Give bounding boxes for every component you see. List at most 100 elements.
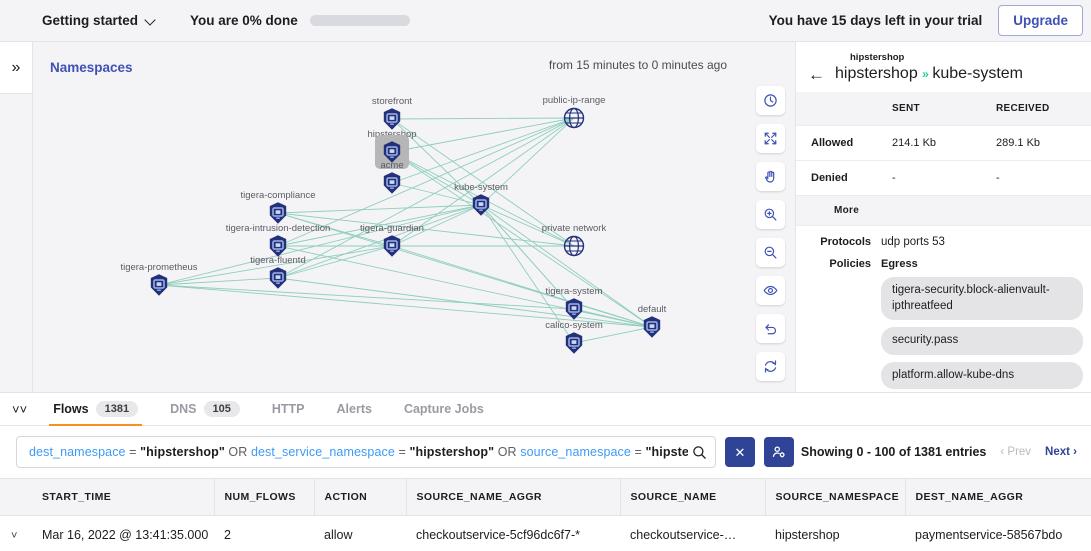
column-header-source_namespace[interactable]: SOURCE_NAMESPACE bbox=[765, 478, 906, 516]
policies-label: Policies bbox=[829, 258, 871, 270]
graph-node-tigera-system[interactable] bbox=[562, 297, 586, 321]
column-header-source_name_aggr[interactable]: SOURCE_NAME_AGGR bbox=[406, 478, 621, 516]
th-received: RECEIVED bbox=[988, 92, 1091, 126]
filter-row: dest_namespace = "hipstershop" OR dest_s… bbox=[0, 426, 1091, 478]
query-token-val: "hipstershop" bbox=[645, 445, 689, 459]
graph-node-public-ip-range[interactable] bbox=[562, 106, 586, 130]
getting-started-menu[interactable]: Getting started bbox=[42, 13, 156, 28]
traffic-sent: 214.1 Kb bbox=[884, 125, 988, 161]
graph-node-private-network[interactable] bbox=[562, 234, 586, 258]
tab-alerts[interactable]: Alerts bbox=[321, 392, 388, 426]
graph-node-tigera-intrusion-detection[interactable] bbox=[266, 234, 290, 258]
graph-node-storefront[interactable] bbox=[380, 107, 404, 131]
graph-node-tigera-prometheus[interactable] bbox=[147, 273, 171, 297]
query-token-op: OR bbox=[494, 445, 521, 459]
more-section-header: More bbox=[796, 196, 1091, 226]
user-filter-button[interactable] bbox=[764, 437, 794, 467]
sidebar-rail bbox=[0, 94, 33, 392]
query-token-field: source_namespace bbox=[520, 445, 631, 459]
eye-icon[interactable] bbox=[756, 276, 785, 305]
tab-http[interactable]: HTTP bbox=[256, 392, 321, 426]
protocols-row: Protocols udp ports 53 bbox=[796, 226, 1091, 248]
showing-entries-label: Showing 0 - 100 of 1381 entries bbox=[800, 445, 987, 459]
user-settings-icon bbox=[772, 446, 785, 458]
zoom-in-icon[interactable] bbox=[756, 200, 785, 229]
double-chevron-right-icon: » bbox=[11, 58, 21, 76]
clear-search-button[interactable]: ✕ bbox=[725, 437, 755, 467]
clock-icon[interactable] bbox=[756, 86, 785, 115]
traffic-row-label: Allowed bbox=[796, 125, 884, 161]
query-token-op: OR bbox=[224, 445, 251, 459]
trial-label: You have 15 days left in your trial bbox=[768, 13, 983, 28]
detail-header: hipstershop ← hipstershop » kube-system bbox=[796, 42, 1091, 92]
policy-pill[interactable]: security.pass bbox=[881, 327, 1083, 355]
close-icon: ✕ bbox=[734, 444, 746, 460]
double-chevron-down-icon[interactable]: ˅˅ bbox=[12, 401, 28, 417]
th-sent: SENT bbox=[884, 92, 988, 126]
column-header-source_name[interactable]: SOURCE_NAME bbox=[620, 478, 766, 516]
expand-icon[interactable] bbox=[756, 124, 785, 153]
graph-title[interactable]: Namespaces bbox=[50, 60, 133, 75]
cell-start-time: Mar 16, 2022 @ 13:41:35.000 bbox=[32, 515, 214, 551]
query-token-field: dest_namespace bbox=[29, 445, 126, 459]
upgrade-button[interactable]: Upgrade bbox=[998, 5, 1083, 36]
detail-dest: kube-system bbox=[932, 65, 1024, 82]
flow-detail-panel: hipstershop ← hipstershop » kube-system … bbox=[795, 42, 1091, 392]
row-expand-button[interactable]: ˅ bbox=[0, 515, 32, 551]
prev-page-button[interactable]: ‹ Prev bbox=[1000, 446, 1032, 458]
detail-title: hipstershop » kube-system bbox=[835, 65, 1023, 83]
search-input[interactable]: dest_namespace = "hipstershop" OR dest_s… bbox=[16, 436, 716, 468]
tab-label: HTTP bbox=[271, 402, 305, 416]
search-icon[interactable] bbox=[692, 445, 707, 460]
progress-bar bbox=[309, 15, 410, 26]
namespace-graph-panel[interactable]: Namespaces from 15 minutes to 0 minutes … bbox=[33, 42, 795, 392]
getting-started-label: Getting started bbox=[42, 13, 139, 28]
graph-node-kube-system[interactable] bbox=[469, 193, 493, 217]
column-header-start_time[interactable]: START_TIME bbox=[32, 478, 215, 516]
chevron-down-icon bbox=[145, 15, 156, 26]
cell-action: allow bbox=[314, 515, 406, 551]
policy-pill[interactable]: tigera-security.block-alienvault-ipthrea… bbox=[881, 277, 1083, 321]
query-token-val: "hipstershop" bbox=[140, 445, 225, 459]
column-header-dest_name_aggr[interactable]: DEST_NAME_AGGR bbox=[905, 478, 1091, 516]
back-arrow-icon[interactable]: ← bbox=[808, 64, 825, 84]
query-token-op: = bbox=[630, 445, 646, 459]
column-header-action[interactable]: ACTION bbox=[314, 478, 407, 516]
cell-source-name-aggr: checkoutservice-5cf96dc6f7-* bbox=[406, 515, 620, 551]
tab-capture-jobs[interactable]: Capture Jobs bbox=[388, 392, 500, 426]
detail-source: hipstershop bbox=[835, 65, 918, 82]
cell-num-flows: 2 bbox=[214, 515, 314, 551]
graph-node-tigera-fluentd[interactable] bbox=[266, 266, 290, 290]
graph-node-default[interactable] bbox=[640, 315, 664, 339]
zoom-out-icon[interactable] bbox=[756, 238, 785, 267]
graph-node-tigera-guardian[interactable] bbox=[380, 234, 404, 258]
graph-node-tigera-compliance[interactable] bbox=[266, 201, 290, 225]
next-page-button[interactable]: Next › bbox=[1045, 446, 1077, 458]
graph-node-calico-system[interactable] bbox=[562, 331, 586, 355]
progress-label: You are 0% done bbox=[190, 13, 298, 28]
traffic-table-header: SENT RECEIVED bbox=[796, 92, 1091, 126]
column-header-num_flows[interactable]: NUM_FLOWS bbox=[214, 478, 315, 516]
graph-node-hipstershop[interactable] bbox=[375, 135, 409, 169]
tab-label: Alerts bbox=[336, 402, 372, 416]
top-bar: Getting started You are 0% done You have… bbox=[0, 0, 1091, 42]
refresh-icon[interactable] bbox=[756, 352, 785, 381]
undo-icon[interactable] bbox=[756, 314, 785, 343]
policy-pill[interactable]: platform.allow-kube-dns bbox=[881, 361, 1083, 390]
protocols-value: udp ports 53 bbox=[881, 236, 945, 248]
sidebar-expand-button[interactable]: » bbox=[0, 42, 33, 94]
cell-source-name: checkoutservice-… bbox=[620, 515, 765, 551]
traffic-received: 289.1 Kb bbox=[988, 125, 1091, 161]
policies-row: Policies Egress tigera-security.block-al… bbox=[796, 248, 1091, 390]
hand-icon[interactable] bbox=[756, 162, 785, 191]
graph-time-range: from 15 minutes to 0 minutes ago bbox=[548, 58, 727, 72]
graph-node-acme[interactable] bbox=[380, 171, 404, 195]
th-blank bbox=[796, 92, 884, 126]
graph-edges bbox=[158, 117, 653, 344]
